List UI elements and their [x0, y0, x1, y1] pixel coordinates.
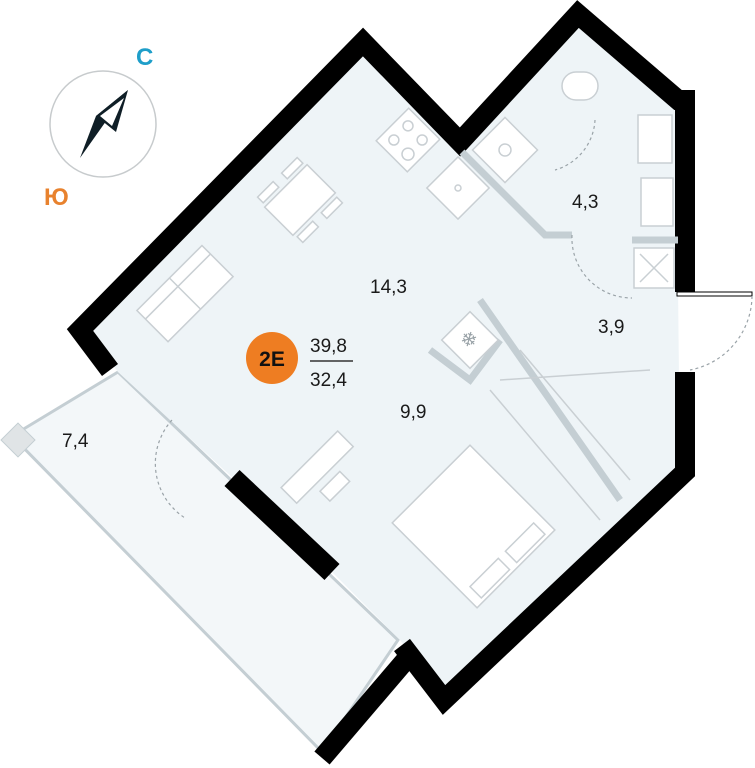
compass-north-label: С	[136, 44, 153, 71]
kitchen-sink	[425, 155, 491, 221]
desk	[280, 430, 355, 505]
bed	[391, 444, 556, 609]
outer-wall-lower	[394, 372, 695, 715]
compass	[49, 70, 157, 178]
fridge: ❄	[440, 310, 500, 370]
room-area-bedroom: 9,9	[400, 402, 426, 423]
bathroom-partition	[459, 149, 572, 239]
inner-wall	[224, 469, 340, 581]
outer-wall	[66, 0, 695, 376]
room-area-bathroom: 4,3	[572, 192, 598, 213]
compass-needle-highlight	[100, 98, 124, 126]
wardrobe-partition	[477, 297, 623, 503]
wardrobe	[489, 349, 651, 521]
washing-machine	[640, 177, 674, 227]
entrance-door-swing	[689, 295, 753, 371]
compass-south-label: Ю	[44, 184, 69, 211]
apartment-type-badge	[246, 332, 298, 384]
living-area: 32,4	[310, 370, 347, 391]
fridge-partition	[427, 337, 503, 385]
stove	[375, 107, 441, 173]
room-area-balcony: 7,4	[62, 431, 89, 452]
room-area-hallway: 3,9	[598, 317, 624, 338]
washbasin	[637, 114, 673, 164]
room-area-kitchen-living: 14,3	[370, 277, 407, 298]
compass-ring	[49, 70, 157, 178]
shower	[471, 116, 539, 184]
total-area: 39,8	[310, 336, 347, 357]
sofa	[135, 244, 235, 343]
bathroom-door-swing	[571, 234, 633, 299]
entrance-door-leaf[interactable]	[676, 291, 753, 297]
apartment-type-label: 2E	[259, 348, 285, 371]
balcony-corner-post	[0, 422, 36, 458]
outer-wall-balcony	[314, 648, 418, 765]
toilet	[561, 71, 599, 101]
boiler	[633, 247, 675, 289]
dining-table	[256, 156, 344, 244]
bath-inner-door-swing	[554, 119, 596, 171]
balcony-door-swing	[154, 419, 186, 519]
